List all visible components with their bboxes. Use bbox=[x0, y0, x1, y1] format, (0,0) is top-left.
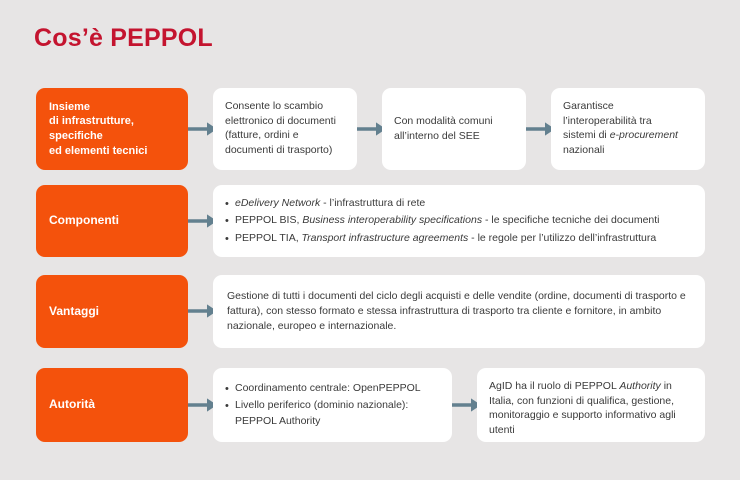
row-label-vantaggi[interactable]: Vantaggi bbox=[36, 275, 188, 348]
list-item: Livello periferico (dominio nazionale): … bbox=[225, 398, 440, 429]
content-box-modalita[interactable]: Con modalità comuni all’interno del SEE bbox=[382, 88, 526, 170]
list-item: Coordinamento centrale: OpenPEPPOL bbox=[225, 381, 440, 397]
content-box-agid[interactable]: AgID ha il ruolo di PEPPOL Authority in … bbox=[477, 368, 705, 442]
arrow-right-icon bbox=[526, 120, 556, 138]
content-box-agid-text: AgID ha il ruolo di PEPPOL Authority in … bbox=[489, 380, 676, 437]
content-box-componenti[interactable]: eDelivery Network - l’infrastruttura di … bbox=[213, 185, 705, 257]
row-label-insieme[interactable]: Insieme di infrastrutture, specifiche ed… bbox=[36, 88, 188, 170]
content-box-vantaggi-text: Gestione di tutti i documenti del ciclo … bbox=[227, 290, 686, 332]
row-label-insieme-text: Insieme di infrastrutture, specifiche ed… bbox=[49, 100, 148, 157]
page-title: Cos’è PEPPOL bbox=[34, 24, 213, 52]
arrow-right-icon bbox=[188, 212, 218, 230]
row-label-componenti-text: Componenti bbox=[49, 213, 119, 228]
row-label-autorita-text: Autorità bbox=[49, 397, 95, 412]
garantisce-line-3: sistemi di e-procurement bbox=[563, 129, 678, 142]
row-label-autorita[interactable]: Autorità bbox=[36, 368, 188, 442]
arrow-right-icon bbox=[452, 396, 482, 414]
arrow-right-icon bbox=[188, 120, 218, 138]
row-label-componenti[interactable]: Componenti bbox=[36, 185, 188, 257]
content-box-garantisce[interactable]: Garantisce l’interoperabilità tra sistem… bbox=[551, 88, 705, 170]
autorita-bullet-list: Coordinamento centrale: OpenPEPPOL Livel… bbox=[213, 381, 452, 430]
list-item: PEPPOL BIS, Business interoperability sp… bbox=[225, 213, 660, 229]
row-label-vantaggi-text: Vantaggi bbox=[49, 303, 100, 318]
componenti-bullet-list: eDelivery Network - l’infrastruttura di … bbox=[213, 196, 672, 247]
content-box-garantisce-text: Garantisce l’interoperabilità tra sistem… bbox=[563, 100, 678, 157]
italic-e-procurement: e-procurement bbox=[609, 129, 678, 142]
content-box-modalita-text: Con modalità comuni all’interno del SEE bbox=[394, 115, 493, 142]
content-box-vantaggi[interactable]: Gestione di tutti i documenti del ciclo … bbox=[213, 275, 705, 348]
list-item: eDelivery Network - l’infrastruttura di … bbox=[225, 196, 660, 212]
content-box-autorita-bullets[interactable]: Coordinamento centrale: OpenPEPPOL Livel… bbox=[213, 368, 452, 442]
arrow-right-icon bbox=[357, 120, 387, 138]
content-box-consente-text: Consente lo scambio elettronico di docum… bbox=[225, 100, 336, 157]
content-box-consente[interactable]: Consente lo scambio elettronico di docum… bbox=[213, 88, 357, 170]
arrow-right-icon bbox=[188, 396, 218, 414]
arrow-right-icon bbox=[188, 302, 218, 320]
list-item: PEPPOL TIA, Transport infrastructure agr… bbox=[225, 231, 660, 247]
